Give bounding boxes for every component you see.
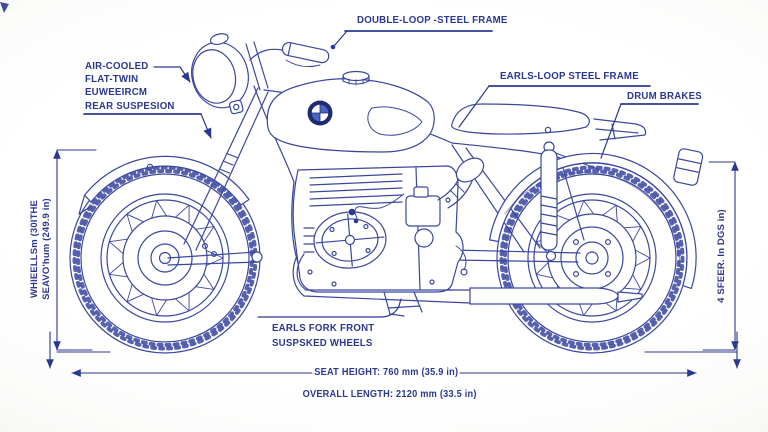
label-earls-loop-steel-frame: EARLS-LOOP STEEL FRAME bbox=[500, 70, 651, 83]
label-overall-length: OVERALL LENGTH: 2120 mm (33.5 in) bbox=[284, 388, 496, 401]
leader-lines bbox=[83, 30, 699, 318]
corner-artifact bbox=[0, 2, 9, 13]
label-double-loop-steel-frame: DOUBLE-LOOP -STEEL FRAME bbox=[357, 14, 521, 27]
bmw-roundel-logo bbox=[307, 100, 333, 126]
headlight bbox=[191, 33, 249, 115]
exhaust-muffler bbox=[292, 253, 643, 305]
label-left-spec-block: AIR-COOLED FLAT-TWIN EUWEEIRCM REAR SUSP… bbox=[85, 60, 182, 113]
label-drum-brakes: DRUM BRAKES bbox=[627, 90, 709, 103]
suspended-wheels-text: SUSPSKED WHEELS bbox=[272, 336, 373, 349]
earls-loop-text: EARLS-LOOP STEEL FRAME bbox=[500, 70, 639, 82]
label-front-suspension: EARLS FORK FRONT SUSPSKED WHEELS bbox=[272, 321, 383, 350]
double-loop-text: DOUBLE-LOOP -STEEL FRAME bbox=[357, 14, 508, 26]
label-right-dimension: 4 SFEER. In DGS in) bbox=[716, 209, 728, 303]
rear-suspension-text: REAR SUSPESION bbox=[85, 99, 175, 112]
drum-brakes-text: DRUM BRAKES bbox=[627, 90, 702, 102]
dimension-lines bbox=[46, 149, 741, 377]
euweeircm-text: EUWEEIRCM bbox=[85, 86, 148, 99]
luggage-rack bbox=[593, 118, 647, 141]
center-stand bbox=[383, 291, 423, 317]
taillight bbox=[673, 148, 704, 186]
overall-length-text: OVERALL LENGTH: 2120 mm (33.5 in) bbox=[302, 389, 478, 400]
right-dimension-text: 4 SFEER. In DGS in) bbox=[716, 209, 728, 303]
flat-twin-text: FLAT-TWIN bbox=[85, 73, 139, 86]
rear-shock-absorber bbox=[540, 141, 558, 262]
front-fender bbox=[78, 155, 250, 215]
label-left-dimension: WHIEELLSm (30ITHE SEAVO'hum (249.9 in) bbox=[29, 198, 53, 300]
left-dimension-line2: SEAVO'hum (249.9 in) bbox=[41, 198, 52, 300]
valve-cover bbox=[313, 211, 387, 269]
handlebar bbox=[249, 41, 330, 68]
rear-fender bbox=[489, 152, 697, 289]
carburetor-intake bbox=[348, 157, 485, 248]
earls-fork-front-text: EARLS FORK FRONT bbox=[272, 322, 375, 334]
rear-wheel bbox=[496, 162, 688, 354]
earles-front-fork bbox=[167, 41, 269, 266]
label-seat-height: SEAT HEIGHT: 760 mm (35.9 in) bbox=[286, 366, 486, 379]
seat-height-text: SEAT HEIGHT: 760 mm (35.9 in) bbox=[313, 367, 459, 378]
fuel-tank bbox=[266, 70, 435, 153]
seat bbox=[451, 103, 590, 135]
left-dimension-line1: WHIEELLSm (30ITHE bbox=[29, 199, 41, 299]
air-cooled-text: AIR-COOLED bbox=[85, 60, 149, 72]
